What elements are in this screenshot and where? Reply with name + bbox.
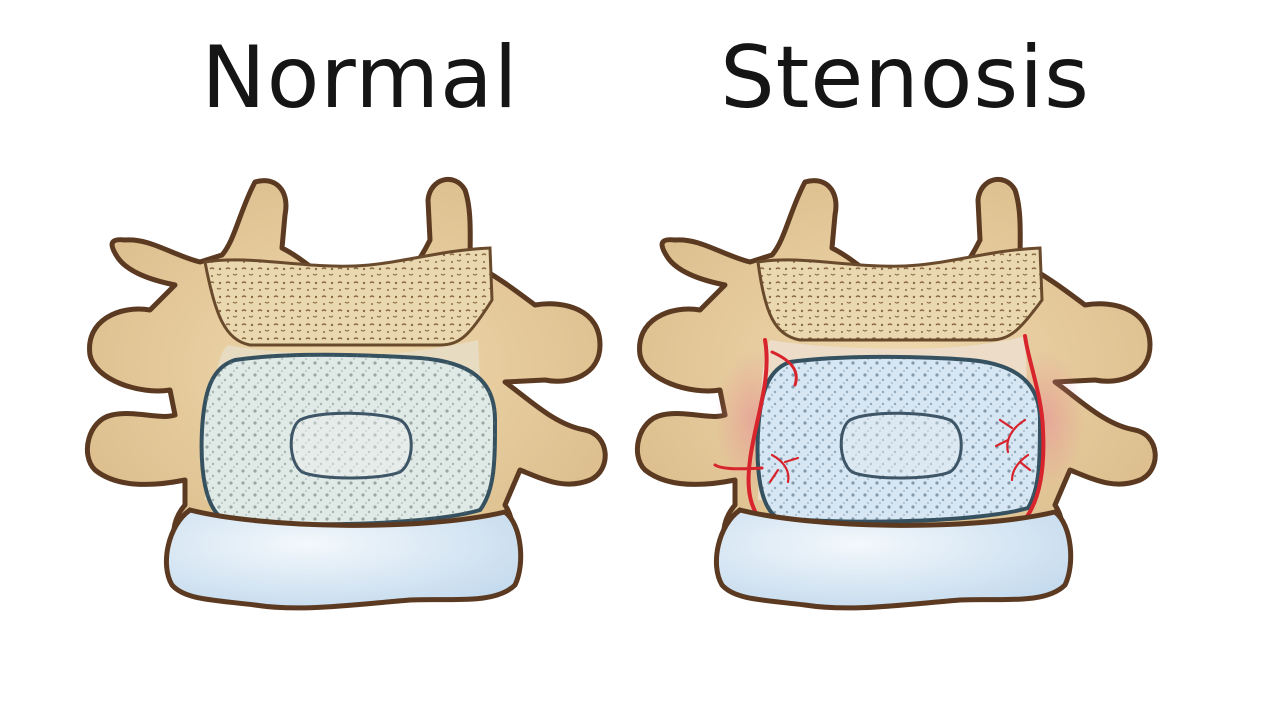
normal-vertebra: [85, 177, 608, 611]
normal-title: Normal: [201, 28, 519, 128]
stenosis-title: Stenosis: [720, 28, 1090, 128]
stenosis-lamina: [756, 246, 1044, 342]
stenosis-blood-vessels: [768, 418, 1032, 484]
normal-disc: [163, 507, 524, 611]
normal-lamina: [203, 246, 494, 347]
stenosis-disc: [713, 507, 1074, 611]
stenosis-vertebra: [635, 177, 1158, 611]
